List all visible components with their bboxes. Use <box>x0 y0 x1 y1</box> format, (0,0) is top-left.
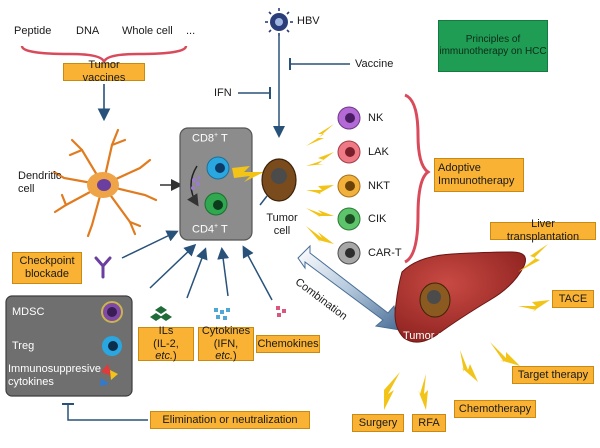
ils-box: ILs (IL-2, etc.) <box>138 325 194 363</box>
vaccine-bracket <box>20 45 188 63</box>
liver-icon <box>394 251 526 343</box>
label-nkt: NKT <box>368 180 390 192</box>
tcell-cycle-arrow <box>187 165 199 207</box>
label-treg: Treg <box>12 340 35 352</box>
label-central-tumor-cell: Tumor cell <box>266 212 298 237</box>
label-mdsc: MDSC <box>12 306 45 318</box>
elimination-box: Elimination or neutralization <box>150 411 310 429</box>
label-car-t: CAR-T <box>368 247 402 259</box>
label-cd4: CD4+ T <box>192 223 228 236</box>
label-immunosuppressive-cytokines: Immunosuppresive cytokines <box>8 363 101 388</box>
factor-arrows <box>121 230 273 301</box>
liver-transplantation-box: Liver transplantation <box>490 218 596 243</box>
label-ellipsis: ... <box>186 25 196 37</box>
nk-cell-icon <box>337 106 361 130</box>
label-nk: NK <box>368 112 384 124</box>
surgery-box: Surgery <box>352 414 404 432</box>
car-t-cell-icon <box>337 241 361 265</box>
antibody-icon <box>94 256 112 279</box>
title-box: Principles of immunotherapy on HCC <box>438 20 548 72</box>
suppressive-cytokine-icons <box>100 364 118 386</box>
label-vaccine: Vaccine <box>355 58 394 70</box>
cytokines-line1: Cytokines <box>201 325 251 338</box>
label-hbv: HBV <box>297 15 320 27</box>
label-liver-tumor-cell: Tumor cell <box>403 330 454 342</box>
elimination-inhibit-line <box>67 404 148 421</box>
adoptive-lightnings <box>306 124 334 244</box>
tcell-lightning <box>232 166 264 182</box>
label-whole-cell: Whole cell <box>122 25 173 37</box>
tace-box: TACE <box>552 290 594 308</box>
chemokine-molecule-icon <box>276 306 286 317</box>
adoptive-immunotherapy-box: Adoptive Immunotherapy <box>434 158 524 192</box>
treg-cell-icon <box>102 336 122 356</box>
liver-tumor-cell-icon <box>419 282 451 318</box>
label-dna: DNA <box>76 25 100 37</box>
label-ifn: IFN <box>214 87 232 99</box>
tumor-vaccines-box: Tumor vaccines <box>63 59 145 84</box>
lak-cell-icon <box>337 140 361 164</box>
suppressive-panel <box>5 295 133 397</box>
nkt-cell-icon <box>337 174 361 198</box>
ils-line1: ILs <box>158 325 174 338</box>
cytokine-molecule-icon <box>214 308 230 320</box>
label-cik: CIK <box>368 213 387 225</box>
label-lak: LAK <box>368 146 389 158</box>
chemokines-box: Chemokines <box>256 335 320 353</box>
target-therapy-box: Target therapy <box>512 366 594 384</box>
treatment-lightnings <box>384 244 550 410</box>
tcell-inhibit <box>259 195 268 206</box>
label-cd8: CD8+ T <box>192 132 228 145</box>
label-dendritic-cell: Dendritic cell <box>18 170 62 195</box>
tcell-box <box>179 127 253 241</box>
cytokines-box: Cytokines (IFN, etc.) <box>198 325 254 363</box>
chemotherapy-box: Chemotherapy <box>454 400 536 418</box>
ils-molecule-icon <box>150 306 172 321</box>
dendritic-cell-nucleus <box>97 179 111 191</box>
hbv-virus-icon <box>265 8 293 36</box>
dendritic-cell-icon <box>52 128 158 238</box>
checkpoint-blockade-box: Checkpoint blockade <box>12 252 82 284</box>
mdsc-cell-icon <box>101 301 123 323</box>
ils-line2: (IL-2, etc.) <box>153 337 179 363</box>
cik-cell-icon <box>337 207 361 231</box>
cytokines-line2: (IFN, etc.) <box>213 337 239 363</box>
label-peptide: Peptide <box>14 25 52 37</box>
adoptive-bracket <box>404 93 431 264</box>
tcell-particles <box>191 176 201 190</box>
rfa-box: RFA <box>412 414 446 432</box>
